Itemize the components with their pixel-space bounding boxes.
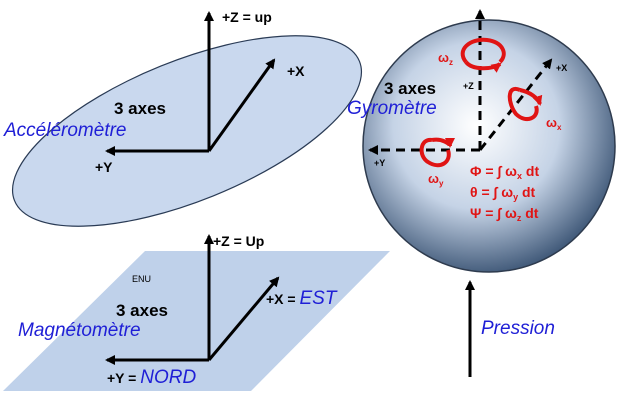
gyrometer-title: Gyromètre [347, 98, 437, 119]
gyrometer-sphere [362, 19, 616, 273]
magnetometer-y-prefix: +Y = [107, 370, 140, 386]
magnetometer-z-label: +Z = Up [213, 233, 264, 249]
omega-y-symbol: ω [428, 171, 439, 186]
gyrometer-y-label: +Y [374, 158, 385, 168]
omega-z-symbol: ω [438, 50, 449, 65]
equation-phi: Φ = ∫ ωx dt [470, 163, 539, 181]
accelerometer-x-label: +X [287, 63, 305, 79]
accelerometer-z-label: +Z = up [222, 9, 272, 25]
magnetometer-title: Magnétomètre [18, 320, 141, 341]
equation-psi-dt: dt [521, 205, 538, 221]
rotation-z-icon [460, 37, 506, 73]
gyrometer-x-axis [478, 58, 553, 151]
omega-y-label: ωy [428, 171, 444, 188]
magnetometer-x-label: +X = EST [266, 288, 338, 309]
magnetometer-x-axis [207, 276, 280, 361]
omega-x-label: ωx [546, 115, 562, 132]
omega-y-subscript: y [439, 179, 444, 188]
pressure-group: Pression [465, 280, 555, 377]
equation-phi-subscript: x [517, 171, 522, 181]
omega-z-subscript: z [449, 58, 453, 67]
accelerometer-x-axis [207, 58, 276, 152]
accelerometer-axes-label: 3 axes [114, 99, 166, 118]
accelerometer-group: +Z = up +X +Y 3 axes Accéléromètre [3, 9, 363, 227]
equation-theta-subscript: y [513, 192, 518, 202]
omega-x-subscript: x [557, 123, 562, 132]
equation-psi: Ψ = ∫ ωz dt [470, 205, 539, 223]
magnetometer-plane [3, 251, 390, 391]
omega-z-label: ωz [438, 50, 453, 67]
equation-psi-lhs: Ψ = ∫ ω [470, 205, 517, 222]
equation-phi-dt: dt [522, 163, 539, 179]
accelerometer-ellipse [11, 35, 363, 227]
magnetometer-y-label: +Y = NORD [107, 367, 196, 388]
equation-psi-subscript: z [517, 213, 522, 223]
omega-x-symbol: ω [546, 115, 557, 130]
rotation-x-icon [507, 86, 543, 122]
pressure-label: Pression [481, 318, 555, 339]
accelerometer-y-label: +Y [95, 159, 113, 175]
equation-theta-lhs: θ = ∫ ω [470, 184, 513, 201]
gyrometer-x-label: +X [556, 63, 567, 73]
magnetometer-axes-label: 3 axes [116, 301, 168, 320]
accelerometer-title: Accéléromètre [3, 120, 127, 141]
magnetometer-x-prefix: +X = [266, 291, 299, 307]
equation-theta-dt: dt [518, 184, 535, 200]
gyrometer-axes-label: 3 axes [384, 79, 436, 98]
equation-phi-lhs: Φ = ∫ ω [470, 163, 517, 180]
gyrometer-z-label: +Z [463, 81, 474, 91]
magnetometer-group: +Z = Up ENU 3 axes Magnétomètre +X = EST… [3, 233, 390, 391]
magnetometer-y-word: NORD [140, 367, 196, 388]
magnetometer-x-word: EST [299, 288, 337, 309]
equation-theta: θ = ∫ ωy dt [470, 184, 536, 202]
magnetometer-frame-label: ENU [132, 274, 151, 284]
gyrometer-group: +Z +X +Y 3 axes Gyromètre ωz ωx ωy Φ = ∫… [347, 9, 616, 273]
rotation-y-icon [419, 137, 455, 168]
